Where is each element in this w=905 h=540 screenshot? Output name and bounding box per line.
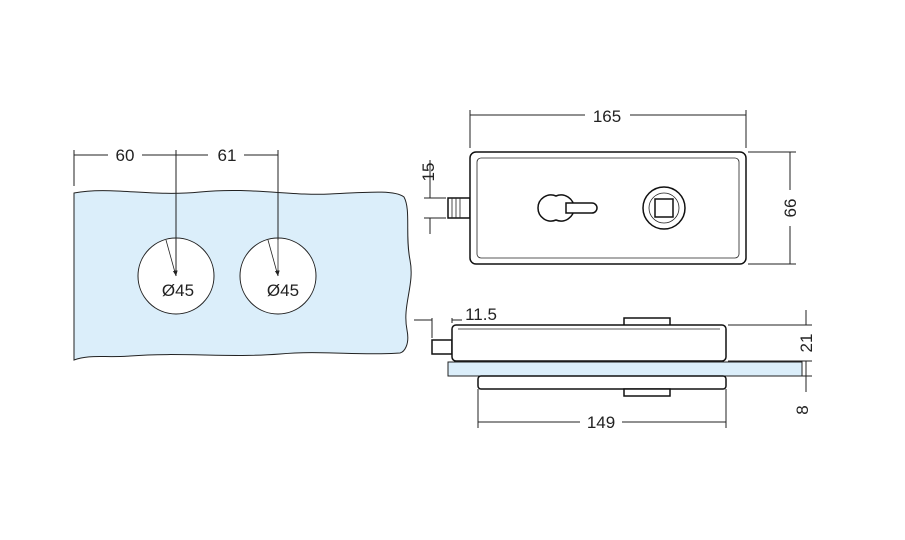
keyhole-icon <box>537 194 575 222</box>
glass-panel-view: Ø45 Ø45 60 61 <box>73 146 412 361</box>
lock-side-view: 11.5 21 8 149 <box>414 305 816 432</box>
hole-2-diameter-label: Ø45 <box>267 281 299 300</box>
counter-plate <box>477 375 727 390</box>
dim-21-label: 21 <box>797 334 816 353</box>
lock-body-side <box>451 324 727 362</box>
hole-1-leader <box>165 239 177 277</box>
hole-2-leader <box>267 239 279 277</box>
dim-8-label: 8 <box>793 405 812 414</box>
dim-165-label: 165 <box>593 107 621 126</box>
square-drive-icon <box>654 198 674 218</box>
hole-1-diameter-label: Ø45 <box>162 281 194 300</box>
dim-66-label: 66 <box>781 199 800 218</box>
lock-body-inner-edge <box>476 157 740 259</box>
lock-body-front <box>469 151 747 265</box>
side-bolt <box>431 339 453 355</box>
dim-61-label: 61 <box>218 146 237 165</box>
bolt <box>447 197 471 219</box>
dim-15-label: 15 <box>419 163 438 182</box>
glass-section <box>447 361 803 377</box>
bottom-cap <box>623 388 671 397</box>
dim-60-label: 60 <box>116 146 135 165</box>
dim-149-label: 149 <box>587 413 615 432</box>
lock-front-view: 165 66 15 <box>419 107 800 265</box>
dim-11-5-label: 11.5 <box>465 305 497 324</box>
keyhole-slot <box>565 202 598 214</box>
